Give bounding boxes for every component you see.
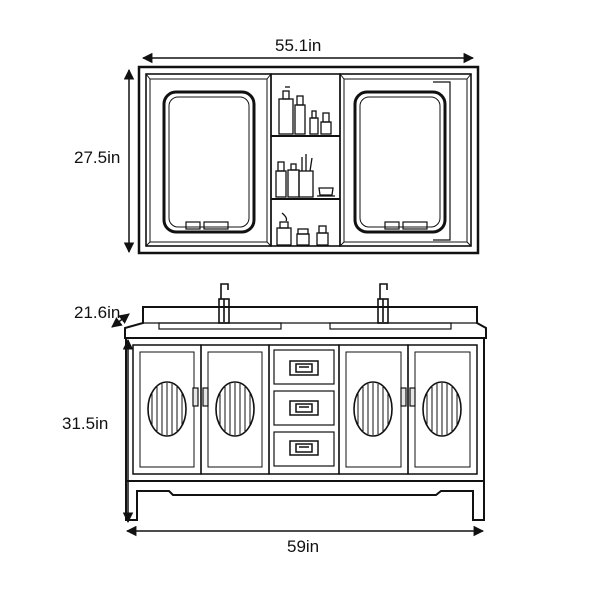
right-door-open-edge [433,81,451,241]
drawer-handle-icon [289,400,319,416]
door-oval-insert [215,381,255,437]
middle-open-shelf [270,73,341,247]
mirror-cabinet-inner-frame [145,73,472,247]
drawer-1 [273,349,335,385]
right-mirror-switch-icon [402,221,428,230]
bottle-icon [320,112,332,135]
door-oval-insert [147,381,187,437]
mirror-width-label: 55.1in [275,36,322,55]
toothbrush-icon [298,154,314,198]
door-handle-icon [409,387,416,407]
cup-icon [317,187,335,197]
vanity-height-label: 31.5in [62,414,109,433]
drawer-handle-icon [289,360,319,376]
left-mirror-sensor-icon [185,221,201,230]
bottle-icon [294,95,306,135]
faucet-icon [218,283,230,324]
shelf-items-bottom [276,212,329,246]
drawer-2 [273,390,335,426]
left-door-bevel [149,78,268,243]
shelf-items-middle [275,154,335,198]
left-sink [158,322,282,330]
door-oval-insert [422,381,462,437]
left-mirror-switch-icon [203,221,229,230]
right-mirror-sensor-icon [384,221,400,230]
vanity [124,283,487,521]
vanity-width-label: 59in [287,537,320,556]
door-handle-icon [400,387,407,407]
right-sink [329,322,452,330]
countertop [124,306,487,339]
hook-icon [281,212,288,222]
bottle-icon [275,161,287,198]
right-mirror-glass [353,90,447,234]
vanity-cabinet-body [125,337,485,482]
right-door-bevel [343,78,468,243]
vanity-depth-label: 21.6in [74,303,121,322]
drawer-handle-icon [289,440,319,456]
bottle-icon [309,110,319,135]
vanity-door-4 [407,344,478,475]
mirror-cabinet-outer-frame [137,65,480,255]
faucet-icon [377,283,389,324]
left-mirror-glass [162,90,256,234]
bottle-icon [278,86,294,135]
vanity-base-legs [125,481,485,521]
bottle-icon [276,221,292,246]
vanity-depth-dimension-line [111,313,130,328]
drawer-3 [273,431,335,467]
bottle-icon [296,228,310,246]
door-handle-icon [192,387,199,407]
mirror-cabinet [137,65,480,255]
shelf-items-top [278,86,332,135]
door-oval-inserts [147,381,462,437]
mirror-height-label: 27.5in [74,148,121,167]
bottle-icon [316,225,329,246]
bottle-icon [287,163,300,198]
door-oval-insert [353,381,393,437]
door-handle-icon [202,387,209,407]
